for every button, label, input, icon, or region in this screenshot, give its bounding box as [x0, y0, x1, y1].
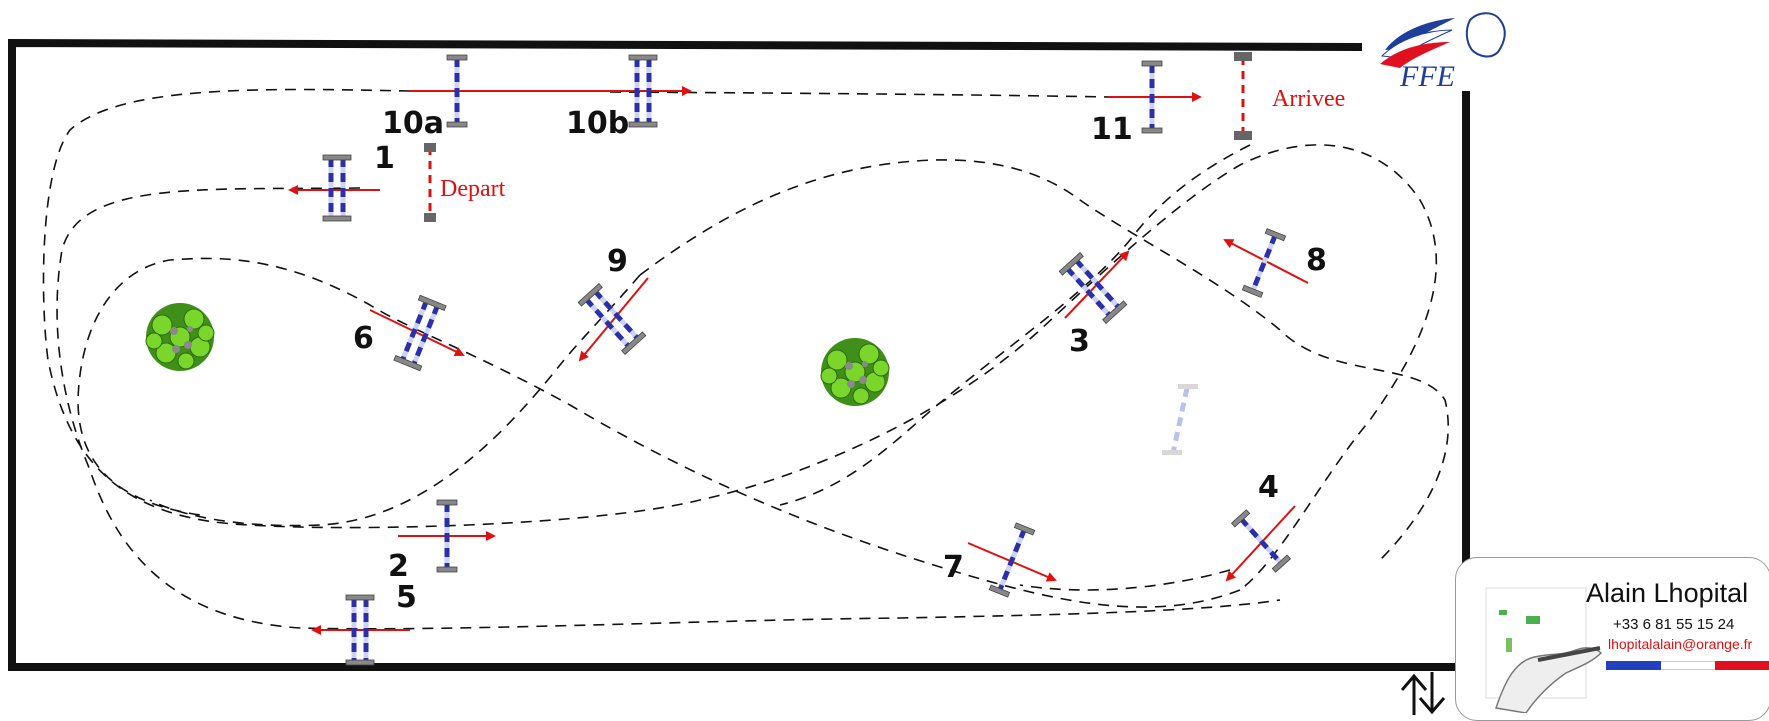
- obstacle-10b: [628, 54, 658, 128]
- obstacle-5: [345, 594, 375, 666]
- obstacle-3: [1058, 252, 1128, 324]
- obstacle-9: [577, 283, 647, 355]
- tree-center: [820, 338, 890, 406]
- start-label: Depart: [440, 176, 506, 202]
- obstacle-7: [988, 522, 1036, 598]
- designer-email[interactable]: lhopitalalain@orange.fr: [1608, 636, 1753, 652]
- obstacle-number-4: 4: [1258, 470, 1279, 505]
- obstacle-number-1: 1: [374, 141, 395, 176]
- obstacle-number-5: 5: [396, 580, 417, 615]
- obstacle-8: [1241, 228, 1287, 298]
- obstacle-number-10a: 10a: [382, 106, 444, 141]
- finish-line: [1234, 52, 1252, 140]
- obstacles: [322, 54, 1292, 666]
- designer-card: Alain Lhopital +33 6 81 55 15 24 lhopita…: [1455, 557, 1769, 721]
- obstacle-number-2: 2: [388, 549, 409, 584]
- tree-left: [145, 303, 215, 371]
- obstacle-number-11: 11: [1091, 112, 1133, 147]
- obstacle-6: [393, 294, 447, 372]
- obstacle-number-10b: 10b: [566, 106, 629, 141]
- spare-pole: [1162, 384, 1198, 455]
- obstacle-number-7: 7: [943, 550, 964, 585]
- designer-name: Alain Lhopital: [1586, 578, 1749, 608]
- obstacle-10a: [446, 54, 468, 128]
- obstacle-number-9: 9: [607, 244, 628, 279]
- obstacle-4: [1230, 509, 1292, 573]
- ffe-logo: FFE: [1380, 12, 1506, 93]
- arena-fence: [8, 38, 1471, 671]
- obstacle-numbers: 1 2 3 4 5 6 7 8 9 10a 10b 11: [353, 106, 1327, 615]
- obstacle-number-8: 8: [1306, 243, 1327, 278]
- course-route: [42, 88, 1450, 630]
- hand-drawing-icon: [1485, 587, 1603, 713]
- finish-label: Arrivee: [1272, 86, 1345, 112]
- start-line: [424, 143, 436, 222]
- french-flag-icon: [1606, 661, 1769, 670]
- orientation-arrows-icon: [1400, 672, 1446, 715]
- obstacle-2: [436, 499, 458, 573]
- obstacle-number-6: 6: [353, 321, 374, 356]
- designer-phone: +33 6 81 55 15 24: [1613, 616, 1735, 633]
- ffe-logo-text: FFE: [1399, 60, 1455, 93]
- direction-arrows: [288, 86, 1309, 635]
- obstacle-number-3: 3: [1069, 324, 1090, 359]
- obstacle-1: [322, 154, 352, 222]
- obstacle-11: [1141, 60, 1163, 134]
